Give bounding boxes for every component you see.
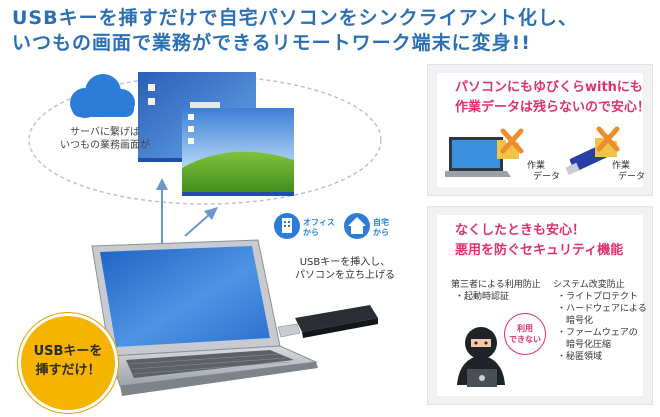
right-item: 暗号化 xyxy=(557,316,594,326)
thief-illustration xyxy=(457,327,505,387)
home-label: 自宅 から xyxy=(373,218,389,237)
laptop-illustration xyxy=(91,239,318,396)
usb-caption: USBキーを挿入し、 パソコンを立ち上げる xyxy=(295,257,395,281)
pc-icon xyxy=(445,137,511,177)
cloud-caption: サーバに繋げば いつもの業務画面が xyxy=(60,127,150,151)
badge-line2: 挿すだけ！ xyxy=(35,363,101,378)
arrow-up-1-head xyxy=(156,178,168,190)
home-icon xyxy=(344,213,370,239)
panel-no-data-title: パソコンにもゆびくらwithにも 作業データは残らないので安心！ xyxy=(455,80,651,115)
office-label: オフィス から xyxy=(303,218,335,237)
panel-security-title: なくしたときも安心！ 悪用を防ぐセキュリティ機能 xyxy=(455,223,624,258)
pc-data-label: 作業 データ xyxy=(527,161,561,182)
cross-icon-1 xyxy=(500,128,524,154)
arrow-up-2 xyxy=(184,213,211,237)
cloud-icon xyxy=(70,74,135,118)
right-item: ・ファームウェアの xyxy=(557,328,638,338)
left-heading: 第三者による利用防止 xyxy=(451,280,541,290)
right-item: ・ライトプロテクト xyxy=(557,292,639,302)
left-item: ・起動時認証 xyxy=(455,292,510,302)
badge-line1: USBキーを xyxy=(33,344,103,359)
thief-icon xyxy=(457,327,505,387)
right-item: 暗号化圧縮 xyxy=(557,340,612,350)
headline: USBキーを挿すだけで自宅パソコンをシンクライアント化し、 いつもの画面で業務が… xyxy=(12,6,652,56)
usb-badge: USBキーを 挿すだけ！ xyxy=(18,313,118,413)
panel-no-data: パソコンにもゆびくらwithにも 作業データは残らないので安心！ xyxy=(427,64,653,196)
right-item: ・秘匿領域 xyxy=(557,352,603,362)
right-item: ・ハードウェアによる xyxy=(557,304,647,314)
right-heading: システム改変防止 xyxy=(553,280,625,290)
unusable-stamp: 利用 できない xyxy=(504,313,546,355)
arrow-up-2-head xyxy=(204,207,218,220)
office-icon xyxy=(274,213,300,239)
no-data-illustration xyxy=(445,126,620,177)
usb-data-label: 作業 データ xyxy=(612,161,646,182)
main-illustration xyxy=(28,72,382,396)
system-protect-section: システム改変防止 ・ライトプロテクト ・ハードウェアによる 暗号化 ・ファームウ… xyxy=(553,279,647,363)
panel-security: なくしたときも安心！ 悪用を防ぐセキュリティ機能 第三者による利用防止 ・起動時… xyxy=(427,206,653,405)
headline-line2: いつもの画面で業務ができるリモートワーク端末に変身!! xyxy=(12,32,531,54)
prevent-misuse-section: 第三者による利用防止 ・起動時認証 xyxy=(451,279,541,303)
folder-icon-1 xyxy=(497,140,519,159)
headline-line1: USBキーを挿すだけで自宅パソコンをシンクライアント化し、 xyxy=(12,7,578,29)
usb-key-icon xyxy=(277,305,378,338)
desktop-screenshot-front xyxy=(182,108,294,196)
cross-icon-2 xyxy=(596,126,620,152)
